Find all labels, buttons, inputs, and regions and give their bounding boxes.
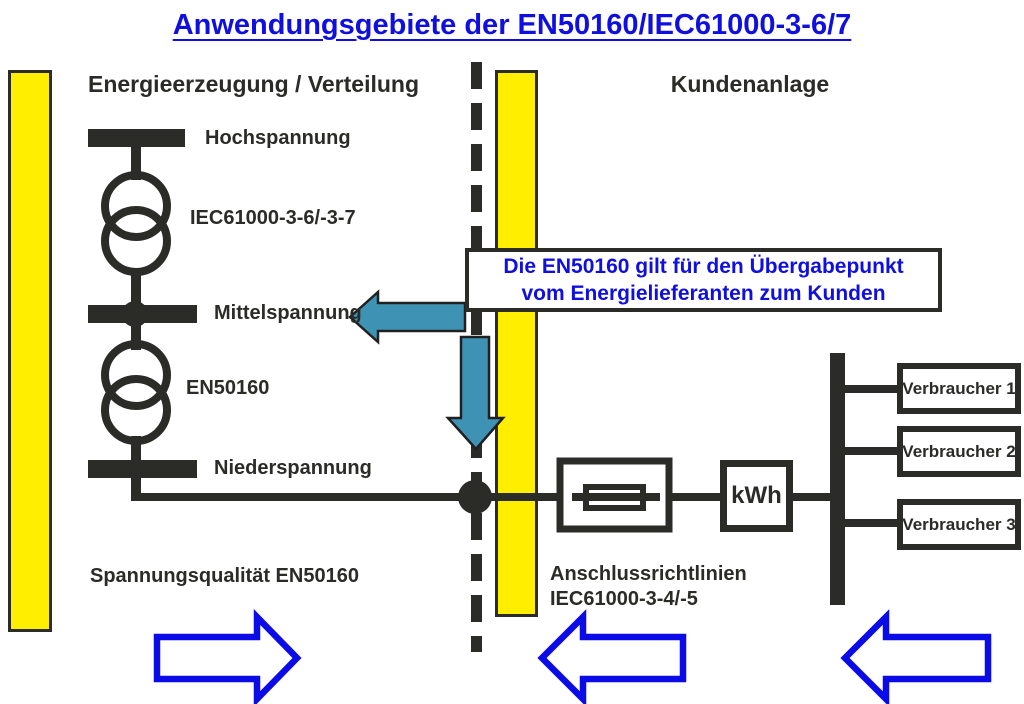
feeder-line xyxy=(131,140,141,497)
consumer-3-label: Verbraucher 3 xyxy=(902,514,1016,534)
en50160-label: EN50160 xyxy=(186,377,270,399)
iec61000-3-6-7-label: IEC61000-3-6/-3-7 xyxy=(190,207,356,229)
consumer-box-3: Verbraucher 3 xyxy=(897,499,1021,550)
flow-arrow-right-icon xyxy=(153,609,302,704)
anschlussrichtlinien-label-line2: IEC61000-3-4/-5 xyxy=(550,588,698,610)
info-box: Die EN50160 gilt für den Übergabepunkt v… xyxy=(465,248,942,312)
fuse-icon xyxy=(556,457,673,533)
spannungsqualitaet-label: Spannungsqualität EN50160 xyxy=(90,565,359,587)
hochspannung-bar-icon xyxy=(88,129,185,147)
connector-line xyxy=(793,493,834,501)
busbar-icons xyxy=(88,129,197,478)
right-section-header: Kundenanlage xyxy=(670,71,830,97)
handover-boundary-bar xyxy=(495,70,538,617)
niederspannung-label: Niederspannung xyxy=(214,457,372,479)
info-box-line2: vom Energielieferanten zum Kunden xyxy=(521,282,886,305)
transformer-icon-hv-mv xyxy=(101,171,171,276)
consumer-2-label: Verbraucher 2 xyxy=(902,441,1016,461)
separator-dashed-line xyxy=(471,62,482,652)
consumer-box-2: Verbraucher 2 xyxy=(897,426,1021,477)
left-section-header: Energieerzeugung / Verteilung xyxy=(88,71,420,97)
niederspannung-bar-icon xyxy=(88,460,197,478)
consumer-1-label: Verbraucher 1 xyxy=(902,378,1016,398)
flow-arrow-left-middle-icon xyxy=(537,609,687,704)
left-boundary-bar xyxy=(8,70,52,632)
flow-arrow-left-right-icon xyxy=(840,609,992,704)
teal-arrow-left-icon xyxy=(348,289,467,345)
mittelspannung-label: Mittelspannung xyxy=(214,302,362,324)
kwh-meter-label: kWh xyxy=(731,482,782,509)
info-box-line1: Die EN50160 gilt für den Übergabepunkt xyxy=(503,254,904,278)
page-title: Anwendungsgebiete der EN50160/IEC61000-3… xyxy=(172,9,852,41)
customer-busbar xyxy=(830,353,899,605)
mv-node-dot-icon xyxy=(122,301,148,327)
anschlussrichtlinien-label-line1: Anschlussrichtlinien xyxy=(550,563,747,585)
mittelspannung-bar-icon xyxy=(88,305,197,323)
transformer-icon-mv-lv xyxy=(101,340,171,445)
hochspannung-label: Hochspannung xyxy=(205,127,351,149)
consumer-box-1: Verbraucher 1 xyxy=(897,363,1021,414)
connector-line xyxy=(669,493,720,501)
kwh-meter-box: kWh xyxy=(720,460,793,532)
